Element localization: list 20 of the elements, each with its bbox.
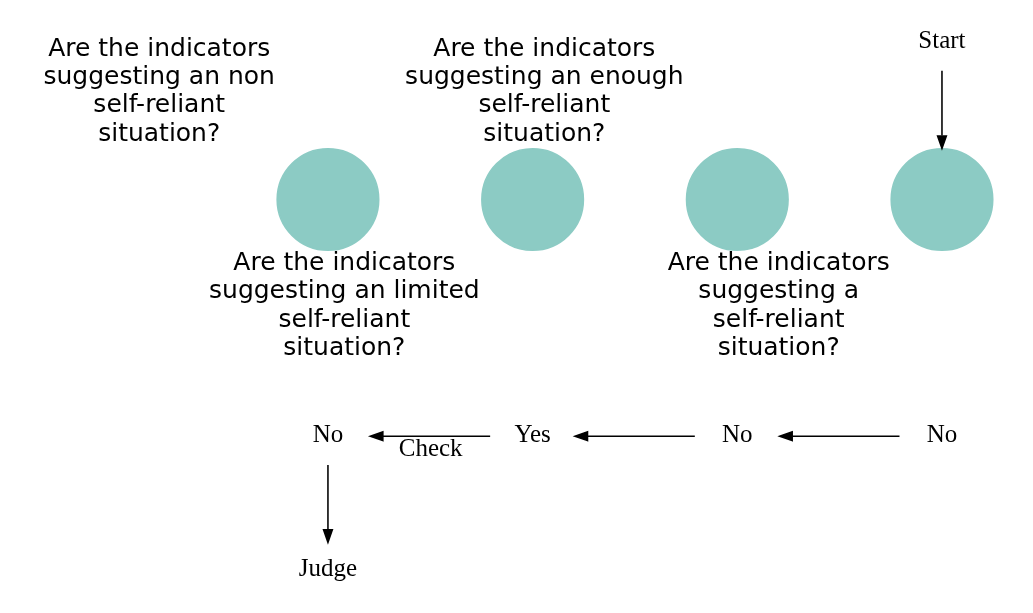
arrow xyxy=(322,464,333,545)
node-label: Are the indicators suggesting a self-reliant situation? xyxy=(667,247,890,361)
node-circle xyxy=(685,147,789,252)
arrow xyxy=(776,430,900,442)
node-circle xyxy=(480,147,584,252)
node-text: No xyxy=(721,420,753,448)
node-label: Are the indicators suggesting an non self-reliant situation? xyxy=(43,33,275,147)
node-text: No xyxy=(312,420,343,448)
node-circle xyxy=(889,147,994,252)
node-text: Judge xyxy=(298,554,357,582)
arrow xyxy=(367,430,491,442)
node-text: No xyxy=(926,420,957,448)
node-text: Yes xyxy=(513,420,551,448)
node-circle xyxy=(275,147,379,252)
arrow xyxy=(572,430,696,442)
node-text: Start xyxy=(917,26,966,54)
edge-label: Check xyxy=(398,434,463,462)
node-label: Are the indicators suggesting an enough self-reliant situation? xyxy=(404,33,684,147)
node-label: Are the indicators suggesting an limited self-reliant situation? xyxy=(208,247,480,361)
arrow xyxy=(936,70,947,151)
